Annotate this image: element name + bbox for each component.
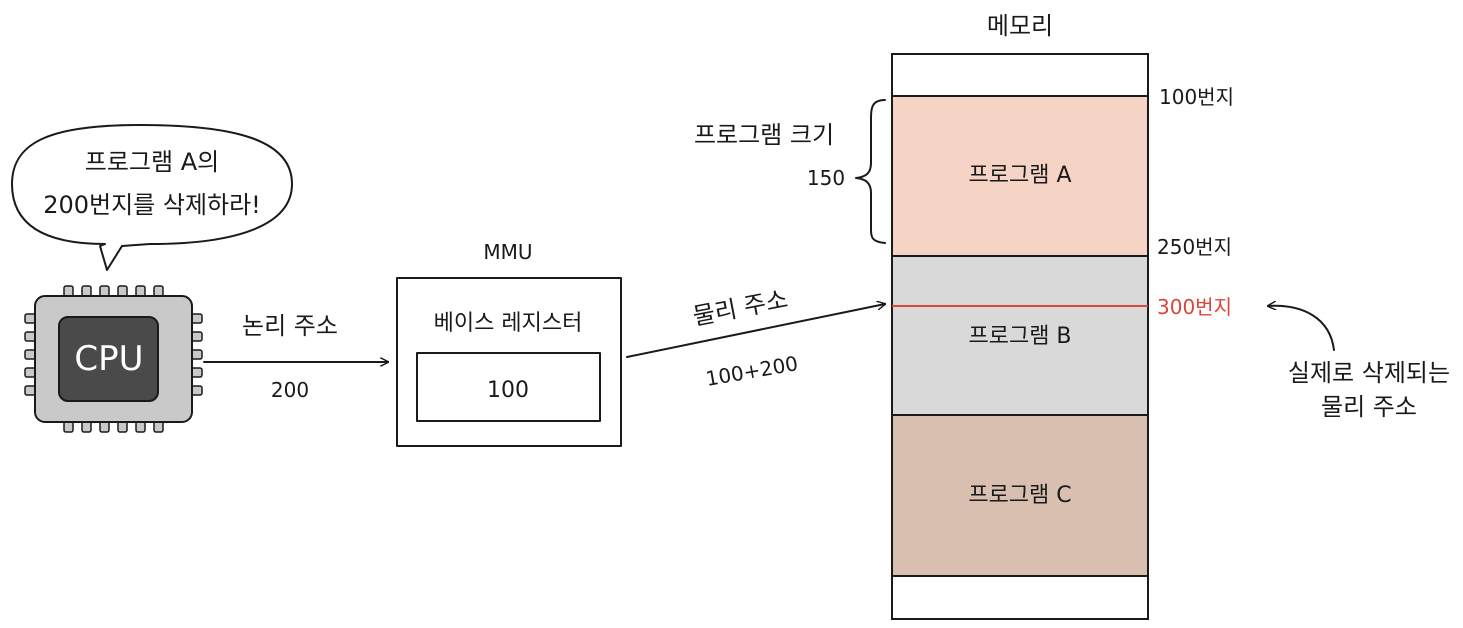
base-register-label: 베이스 레지스터 (434, 311, 583, 336)
base-register-box (416, 352, 601, 422)
physical-address-expression: 100+200 (704, 351, 800, 391)
program-b-label: 프로그램 B (968, 324, 1071, 349)
cpu-label: CPU (74, 339, 143, 379)
logical-address-value: 200 (271, 378, 309, 402)
address-a-end: 250번지 (1157, 235, 1232, 259)
cpu-chip-icon (24, 285, 203, 433)
memory-title: 메모리 (987, 12, 1053, 40)
program-a-block (891, 95, 1149, 257)
program-c-label: 프로그램 C (968, 483, 1071, 508)
mmu-title: MMU (483, 240, 532, 264)
speech-bubble (11, 124, 293, 271)
program-size-value: 150 (807, 166, 845, 190)
annotation-line-1: 실제로 삭제되는 (1288, 359, 1450, 387)
program-c-block (891, 414, 1149, 577)
mmu-box (396, 277, 622, 447)
address-a-start: 100번지 (1159, 85, 1234, 109)
physical-address-arrow (626, 304, 885, 358)
program-a-label: 프로그램 A (968, 163, 1071, 188)
address-target: 300번지 (1157, 295, 1232, 319)
annotation-arrow (1268, 306, 1335, 351)
physical-address-label: 물리 주소 (691, 285, 791, 331)
speech-line-1: 프로그램 A의 (85, 148, 219, 176)
program-b-block (891, 255, 1149, 416)
logical-address-label: 논리 주소 (242, 312, 338, 340)
annotation-line-2: 물리 주소 (1321, 393, 1417, 421)
program-size-brace (855, 99, 886, 244)
program-size-label: 프로그램 크기 (694, 121, 834, 149)
base-register-value: 100 (487, 378, 529, 403)
speech-line-2: 200번지를 삭제하라! (43, 191, 261, 219)
